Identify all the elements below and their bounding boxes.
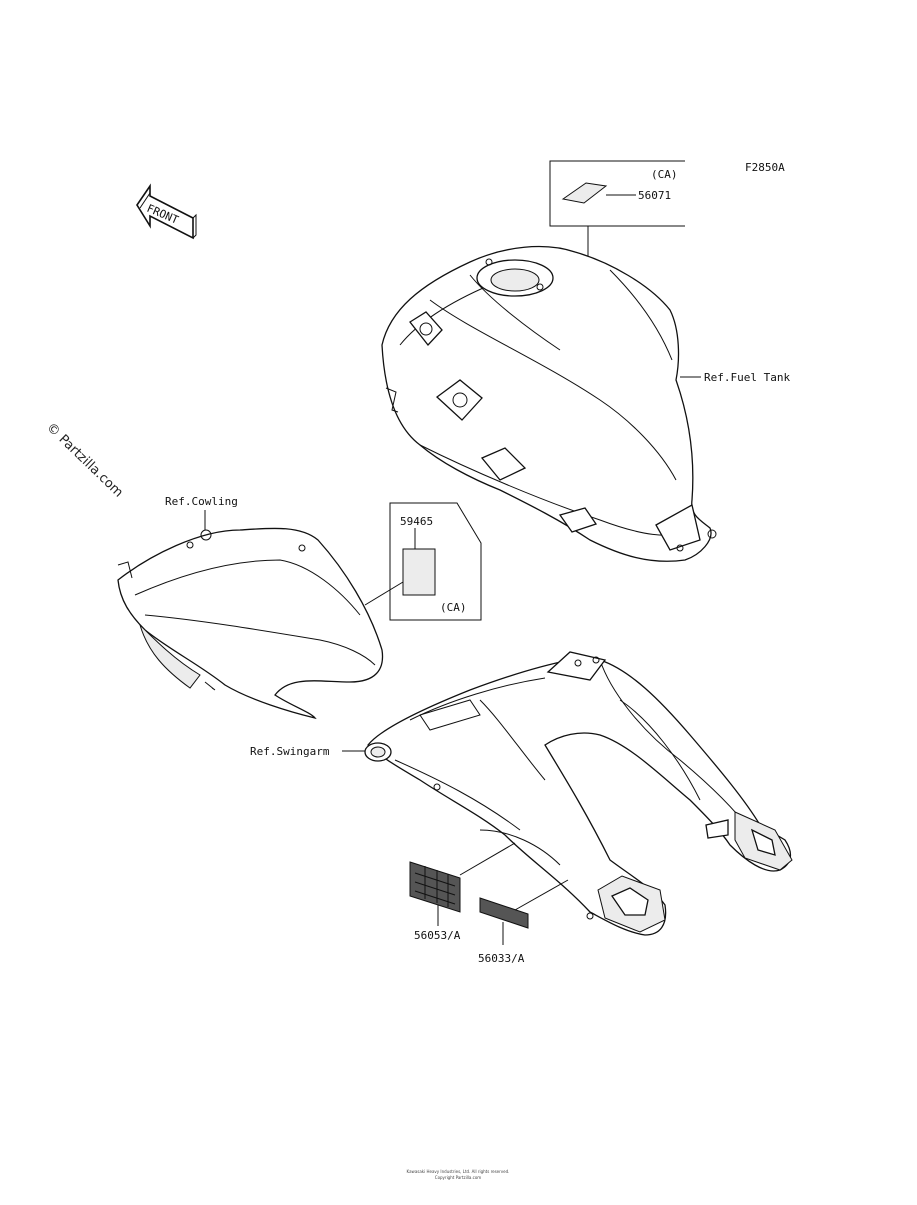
fuel-tank-label-region: (CA) <box>651 168 678 181</box>
swingarm-label-right-callout: 56033/A <box>478 879 569 965</box>
watermark: © Partzilla.com <box>43 420 126 500</box>
swingarm-label-left-callout: 56053/A <box>409 842 516 942</box>
front-arrow-icon: FRONT <box>136 183 197 240</box>
figure-code: F2850A <box>745 161 785 174</box>
swingarm-ref: Ref.Swingarm <box>250 745 330 758</box>
fuel-tank-label-part: 56071 <box>638 189 671 202</box>
cowling-ref: Ref.Cowling <box>165 495 238 508</box>
fuel-tank-decal-icon <box>561 182 608 204</box>
cowling-label-region: (CA) <box>440 601 467 614</box>
cowling-label-callout: 59465 (CA) <box>364 502 482 621</box>
swingarm-label-right: 56033/A <box>478 952 525 965</box>
swingarm-decal-left-icon <box>409 861 461 913</box>
cowling-decal-icon <box>402 548 436 596</box>
cowling-label-part: 59465 <box>400 515 433 528</box>
fuel-tank <box>381 245 717 562</box>
swingarm-label-left: 56053/A <box>414 929 461 942</box>
cowling <box>117 527 384 720</box>
swingarm-decal-right-icon <box>479 897 529 929</box>
fuel-tank-ref: Ref.Fuel Tank <box>704 371 790 384</box>
copyright-line-2: Copyright Partzilla.com <box>435 1175 482 1180</box>
copyright-line-1: Kawasaki Heavy Industries, Ltd. All righ… <box>407 1169 510 1174</box>
swingarm <box>364 651 793 936</box>
